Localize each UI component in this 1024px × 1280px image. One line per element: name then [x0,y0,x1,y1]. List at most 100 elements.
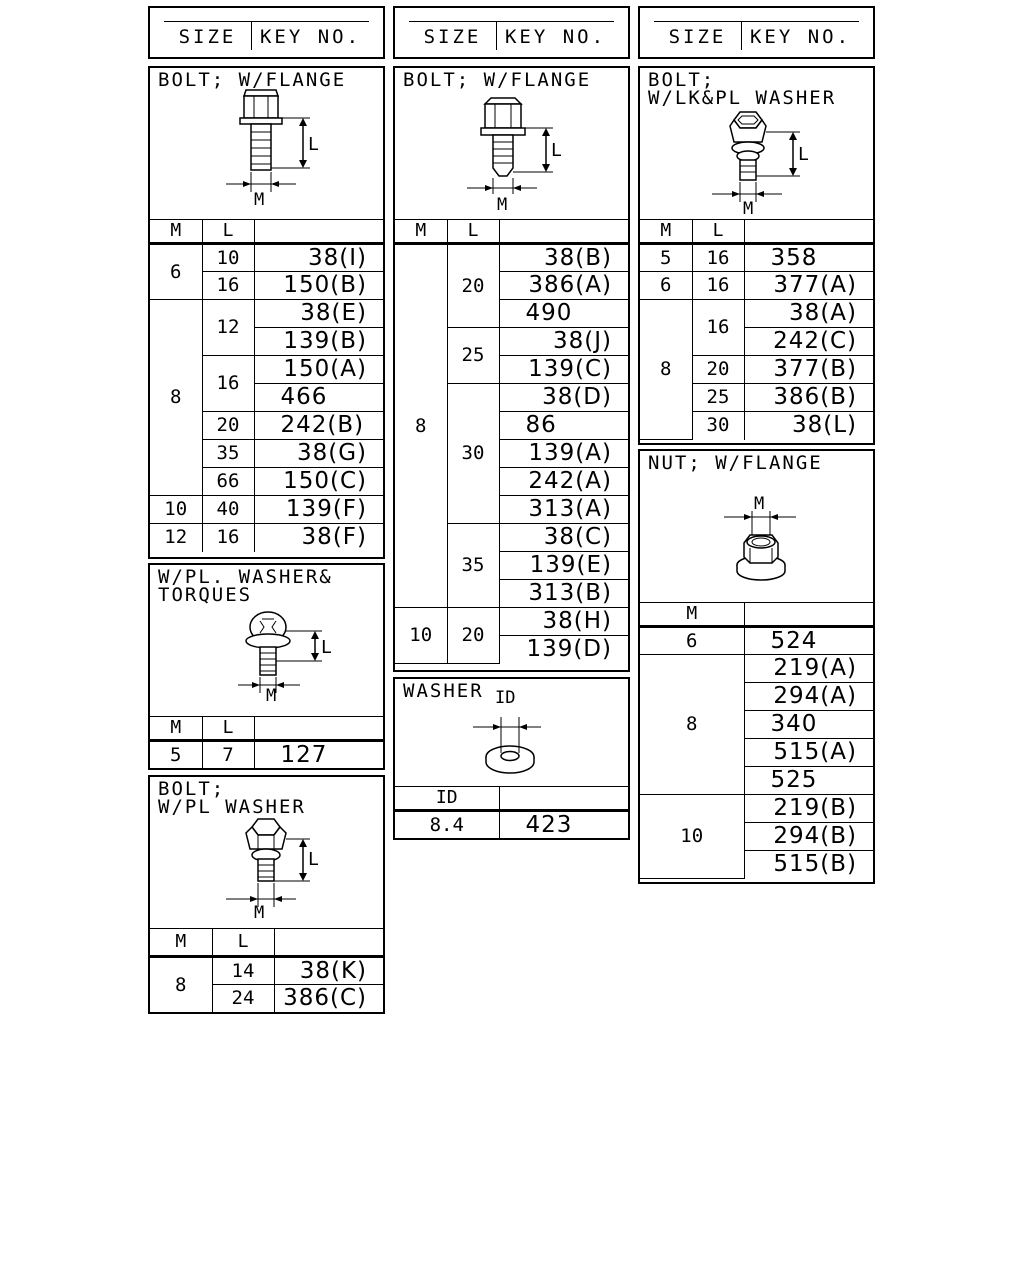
col-l-header: L [201,716,255,742]
lock-washer-bolt-icon: L M [712,111,809,218]
col-m-header: M [640,219,693,245]
flange-bolt-icon: L M [226,89,319,210]
col-m-header: M [150,716,203,742]
m-cell: 5 [640,243,693,272]
key-no-cell: 38(B) [498,243,628,272]
key-no-cell: 139(D) [499,635,628,664]
section-title: BOLT; W/FLANGE [158,69,347,91]
l-cell: 35 [447,523,500,608]
key-no-cell: 38(F) [253,523,383,552]
flange-bolt-icon: L M [467,97,562,215]
key-no-cell: 377(B) [743,355,873,384]
flange-nut-icon: M [724,494,796,581]
dim-l-label: L [551,140,562,161]
l-cell: 16 [202,271,255,300]
washer-icon: ID [473,688,541,774]
id-cell: 8.4 [395,810,500,839]
key-no-cell: 86 [499,411,628,440]
key-no-cell: 313(B) [499,579,628,608]
m-cell: 6 [150,243,203,300]
key-no-header: KEY NO. [504,26,607,48]
l-cell: 25 [447,327,500,384]
l-cell: 20 [446,607,500,664]
key-no-cell: 466 [254,383,383,412]
col-m-header: M [395,219,448,245]
dim-l-label: L [798,144,809,165]
col-l-header: L [691,219,745,245]
key-no-cell: 139(A) [499,439,628,468]
l-cell: 66 [202,467,255,496]
l-cell: 7 [201,740,255,769]
col-l-header: L [211,928,275,958]
key-no-cell: 38(C) [498,523,628,552]
key-no-cell: 515(A) [744,738,873,767]
m-cell: 8 [640,654,745,795]
key-no-cell: 219(A) [743,654,873,683]
key-no-cell: 219(B) [743,794,873,823]
dim-m-label: M [754,494,764,514]
l-cell: 16 [691,271,745,300]
l-cell: 16 [691,243,745,272]
key-no-cell: 490 [499,299,628,328]
size-header: SIZE [654,22,742,50]
key-no-cell: 150(B) [253,271,383,300]
m-cell: 10 [150,495,203,524]
key-no-cell: 150(C) [253,467,383,496]
key-no-cell: 242(A) [499,467,628,496]
l-cell: 14 [211,956,275,985]
dim-l-label: L [321,637,332,658]
dim-l-label: L [308,849,319,870]
m-cell: 8 [150,299,203,496]
col-m-header: M [640,602,745,628]
key-no-cell: 386(B) [743,383,873,412]
key-no-cell: 525 [744,766,873,795]
key-no-cell: 38(D) [498,383,628,412]
l-cell: 16 [691,299,745,356]
key-no-cell: 38(H) [498,607,628,636]
key-no-header: KEY NO. [749,26,852,48]
l-cell: 25 [692,383,745,412]
l-cell: 16 [201,523,255,552]
key-no-cell: 38(A) [743,299,873,328]
key-no-cell: 38(K) [273,956,383,985]
key-no-cell: 515(B) [744,850,873,879]
l-cell: 12 [201,299,255,356]
m-cell: 6 [640,271,693,300]
dim-m-label: M [254,190,264,210]
key-no-cell: 242(B) [253,411,383,440]
dim-m-label: M [497,195,507,215]
key-no-cell: 313(A) [499,495,628,524]
l-cell: 30 [447,383,500,524]
key-no-cell: 127 [253,740,383,769]
l-cell: 20 [446,243,500,328]
l-cell: 20 [202,411,255,440]
col-l-header: L [201,219,255,245]
m-cell: 8 [150,956,213,1013]
section-title: WASHER [403,680,484,702]
key-no-cell: 38(G) [253,439,383,468]
m-cell: 8 [640,299,693,440]
l-cell: 30 [692,411,745,440]
l-cell: 10 [201,243,255,272]
m-cell: 10 [640,794,745,879]
key-no-cell: 358 [743,243,873,272]
col-m-header: M [150,928,213,958]
key-no-cell: 242(C) [744,327,873,356]
size-header: SIZE [164,22,252,50]
dim-l-label: L [308,134,319,155]
key-no-cell: 524 [743,626,873,655]
dim-m-label: M [743,199,753,218]
key-no-cell: 38(J) [498,327,628,356]
l-cell: 24 [212,984,275,1013]
